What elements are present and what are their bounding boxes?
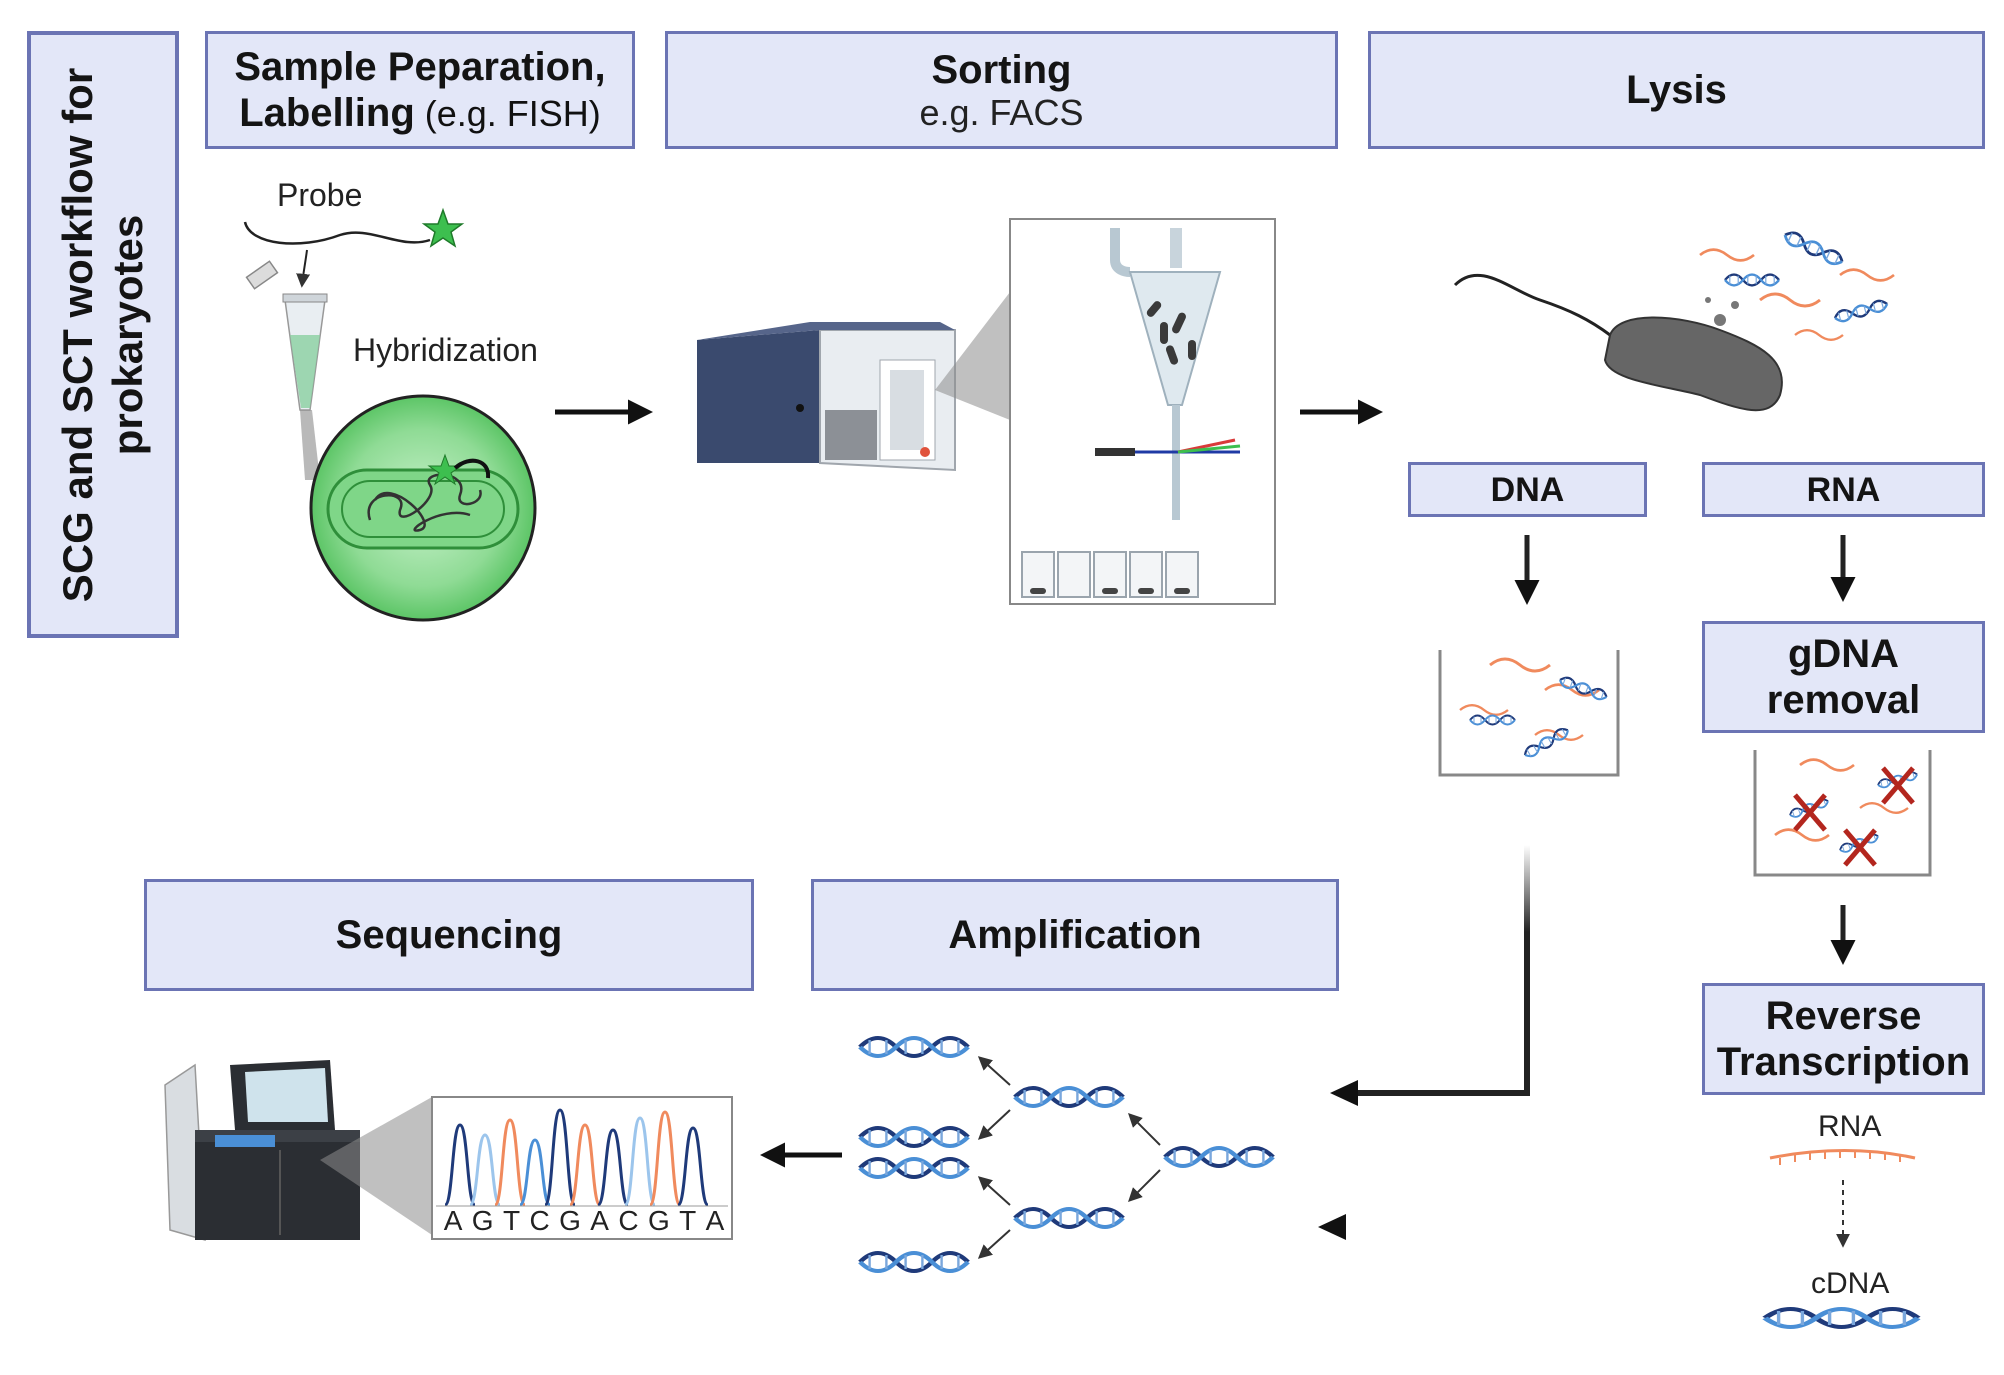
dna-label: DNA (1490, 470, 1565, 509)
labelling-text: Labelling (239, 91, 415, 135)
reverse-transcription-line1: Reverse (1765, 994, 1922, 1038)
facs-machine-icon (697, 322, 956, 472)
tube-icon (245, 260, 328, 411)
hybridization-label: Hybridization (353, 332, 538, 368)
gdna-removal-line2: removal (1766, 678, 1921, 722)
fish-example-text: (e.g. FISH) (414, 93, 601, 134)
sorting-box: Sorting e.g. FACS (665, 31, 1338, 149)
gdna-removal-line1: gDNA (1787, 632, 1900, 676)
amplification-tree (860, 1038, 1273, 1271)
rna-box: RNA (1702, 462, 1985, 517)
amplification-title: Amplification (948, 913, 1202, 957)
lysis-box: Lysis (1368, 31, 1985, 149)
probe-illustration (243, 207, 465, 288)
sequencer-icon (164, 1060, 360, 1242)
gdna-removed-well (1753, 750, 1932, 877)
base-letter: T (502, 1205, 523, 1236)
sequence-read: A G T C G A C G T A (440, 1205, 730, 1237)
base-letter: T (679, 1205, 699, 1236)
base-letter: A (705, 1205, 727, 1236)
gdna-removal-box: gDNA removal (1702, 621, 1985, 733)
sorting-subtitle: e.g. FACS (919, 92, 1084, 133)
lysis-title: Lysis (1626, 68, 1727, 112)
sample-preparation-line2: Labelling (e.g. FISH) (239, 90, 601, 136)
dna-lysate-well (1438, 650, 1620, 777)
rna-strand-label: RNA (1818, 1110, 1882, 1143)
lysed-bacterium-icon (1453, 227, 1896, 412)
sample-preparation-line1: Sample Peparation, (234, 45, 606, 89)
arrow-dna-to-amplification (1345, 845, 1530, 1096)
rna-to-cdna-illustration (1765, 1149, 1918, 1328)
chromatogram (431, 1096, 733, 1240)
sorting-detail-panel (1009, 218, 1276, 605)
rna-box-label: RNA (1806, 470, 1881, 509)
amplification-box: Amplification (811, 879, 1339, 991)
base-letter: A (590, 1205, 611, 1236)
cdna-label: cDNA (1811, 1267, 1890, 1300)
reverse-transcription-line2: Transcription (1716, 1040, 1971, 1084)
sequencing-title: Sequencing (335, 913, 563, 957)
dna-box: DNA (1408, 462, 1647, 517)
base-letter: C (618, 1205, 641, 1236)
base-letter: G (559, 1205, 583, 1236)
probe-label: Probe (277, 177, 363, 213)
reverse-transcription-box: Reverse Transcription (1702, 983, 1985, 1095)
base-letter: C (529, 1205, 552, 1236)
base-letter: G (647, 1205, 672, 1236)
sorting-title: Sorting (931, 48, 1072, 92)
sequencing-box: Sequencing (144, 879, 754, 991)
workflow-title-box: SCG and SCT workflow for prokaryotes (27, 31, 179, 638)
base-letter: A (443, 1205, 465, 1236)
sample-preparation-box: Sample Peparation, Labelling (e.g. FISH) (205, 31, 635, 149)
base-letter: G (471, 1205, 496, 1236)
fish-labelled-cell (309, 394, 537, 622)
